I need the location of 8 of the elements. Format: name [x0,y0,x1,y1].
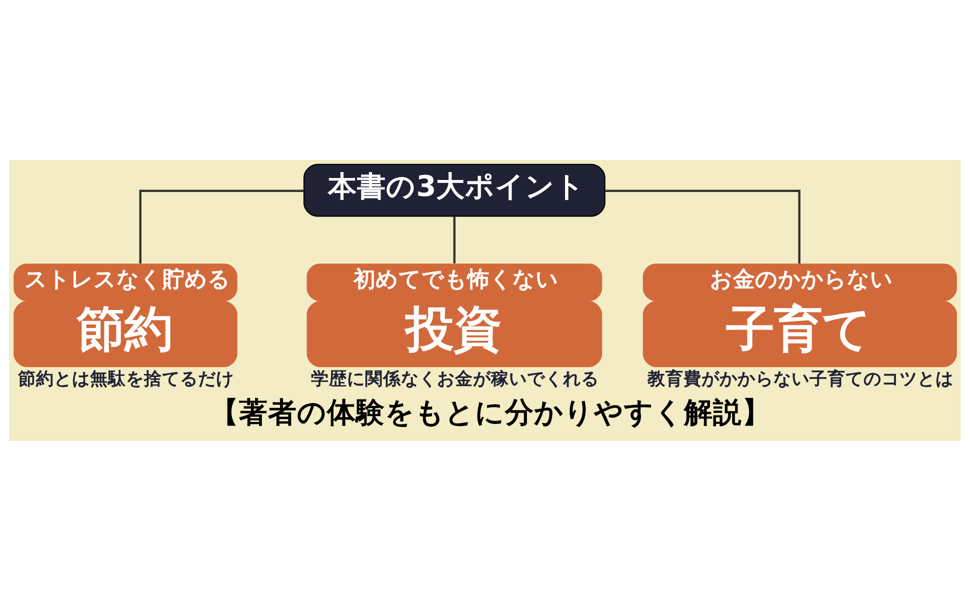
node-label: 節約とは無駄を捨てるだけ [18,369,234,390]
node-label: 教育費がかからない子育てのコツとは [647,369,954,390]
caption: 【著者の体験をもとに分かりやすく解説】 [210,394,772,429]
connector [605,189,800,264]
node-label: 学歴に関係なくお金が稼いでくれる [311,369,600,390]
connector [453,216,456,263]
node-box: 本書の3大ポイント [303,163,606,216]
connector [139,189,304,264]
